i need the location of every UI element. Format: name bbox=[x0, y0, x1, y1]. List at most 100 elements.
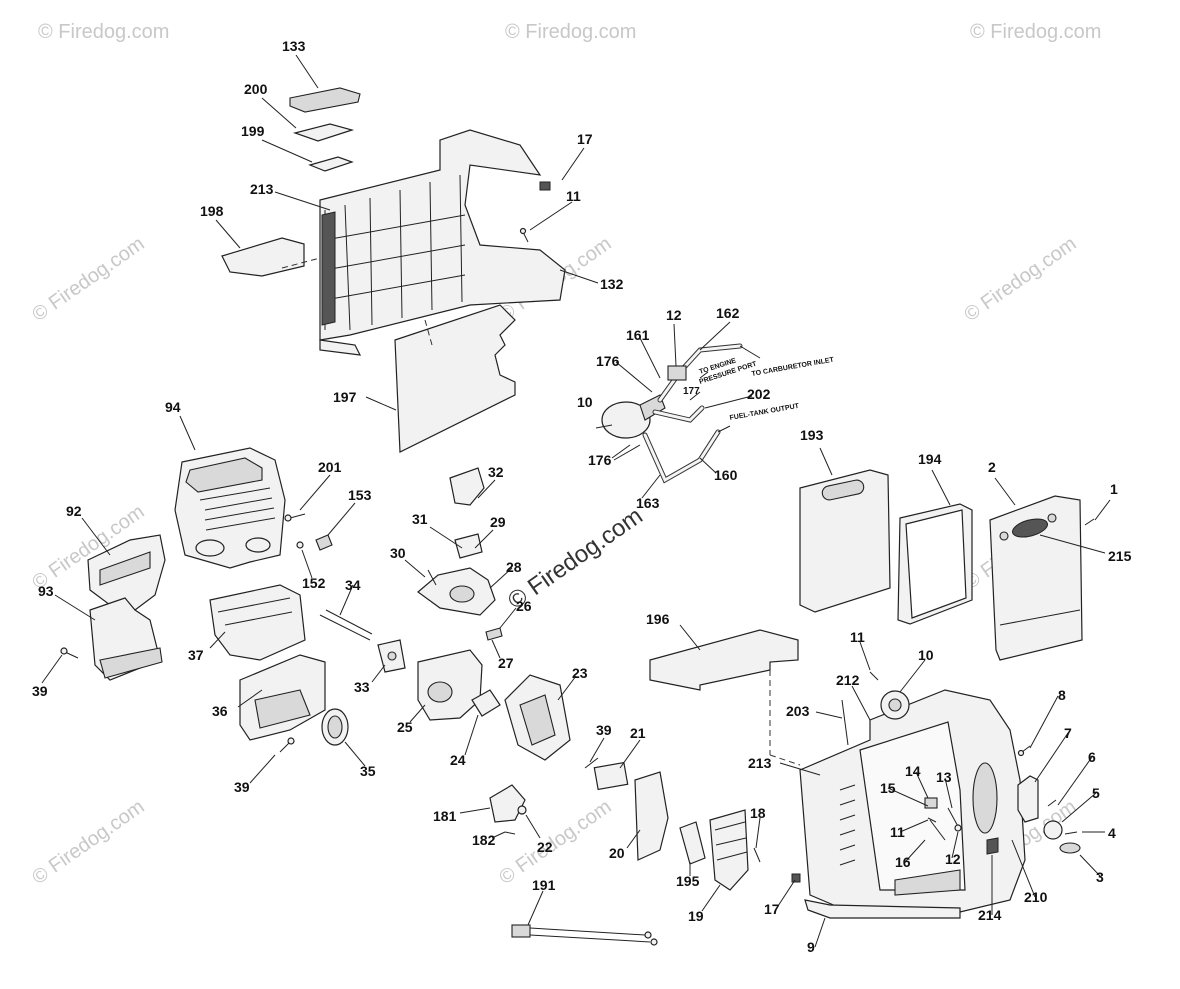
part-25-carburetor bbox=[417, 649, 483, 721]
part-16-wire bbox=[929, 819, 946, 841]
callout-labels: 133 200 199 213 198 17 11 132 197 12 162… bbox=[32, 38, 1132, 955]
callout-30: 30 bbox=[390, 545, 406, 561]
callout-19: 19 bbox=[688, 908, 704, 924]
callout-201: 201 bbox=[318, 459, 342, 475]
part-7-cover bbox=[1017, 775, 1039, 823]
engine-group bbox=[60, 447, 373, 753]
callout-10: 10 bbox=[577, 394, 593, 410]
callout-12: 12 bbox=[666, 307, 682, 323]
watermark: © Firedog.com bbox=[505, 21, 636, 43]
part-34-rods bbox=[319, 609, 373, 641]
callout-132: 132 bbox=[600, 276, 624, 292]
part-17-clip bbox=[539, 181, 551, 191]
callout-197: 197 bbox=[333, 389, 357, 405]
callout-215: 215 bbox=[1108, 548, 1132, 564]
callout-193: 193 bbox=[800, 427, 824, 443]
callout-212: 212 bbox=[836, 672, 860, 688]
part-182-pin bbox=[504, 831, 516, 835]
part-22-nut bbox=[517, 805, 527, 815]
part-12-valve bbox=[667, 365, 687, 381]
callout-8: 8 bbox=[1058, 687, 1066, 703]
callout-213: 213 bbox=[748, 755, 772, 771]
callout-133: 133 bbox=[282, 38, 306, 54]
callout-34: 34 bbox=[345, 577, 361, 593]
callout-213: 213 bbox=[250, 181, 274, 197]
callout-162: 162 bbox=[716, 305, 740, 321]
part-214-label bbox=[986, 837, 999, 855]
callout-210: 210 bbox=[1024, 889, 1048, 905]
callout-160: 160 bbox=[714, 467, 738, 483]
fuel-pump-group: TO CARBURETOR INLET TO ENGINE PRESSURE P… bbox=[595, 343, 835, 484]
callout-25: 25 bbox=[397, 719, 413, 735]
part-203-rod bbox=[841, 699, 849, 746]
part-30-screw bbox=[427, 569, 437, 586]
callout-33: 33 bbox=[354, 679, 370, 695]
top-housing-group bbox=[221, 87, 566, 453]
part-10-fuel-pump bbox=[601, 401, 651, 439]
callout-191: 191 bbox=[532, 877, 556, 893]
part-132-shroud bbox=[319, 129, 566, 341]
callout-195: 195 bbox=[676, 873, 700, 889]
part-196-pad bbox=[649, 629, 799, 691]
callout-13: 13 bbox=[936, 769, 952, 785]
part-153-fitting bbox=[315, 534, 333, 551]
part-4-screw bbox=[1064, 831, 1078, 835]
callout-39: 39 bbox=[234, 779, 250, 795]
callout-93: 93 bbox=[38, 583, 54, 599]
callout-35: 35 bbox=[360, 763, 376, 779]
note-to-carburetor-inlet: TO CARBURETOR INLET bbox=[751, 356, 835, 377]
callout-17: 17 bbox=[577, 131, 593, 147]
callout-202: 202 bbox=[747, 386, 771, 402]
part-32-cap bbox=[449, 467, 485, 506]
part-133-cap bbox=[289, 87, 361, 113]
callout-17: 17 bbox=[764, 901, 780, 917]
callout-203: 203 bbox=[786, 703, 810, 719]
callout-181: 181 bbox=[433, 808, 457, 824]
part-17-clip bbox=[791, 873, 801, 883]
callout-92: 92 bbox=[66, 503, 82, 519]
base-group bbox=[649, 629, 1081, 919]
part-20-filter bbox=[634, 771, 669, 861]
part-37-cover bbox=[209, 584, 306, 661]
callout-161: 161 bbox=[626, 327, 650, 343]
callout-152: 152 bbox=[302, 575, 326, 591]
part-2-panel bbox=[989, 495, 1083, 661]
part-6-screw bbox=[1047, 799, 1057, 807]
note-fuel-tank-output: FUEL-TANK OUTPUT bbox=[729, 403, 800, 422]
callout-153: 153 bbox=[348, 487, 372, 503]
callout-182: 182 bbox=[472, 832, 496, 848]
callout-11: 11 bbox=[890, 824, 905, 840]
part-201-bolt bbox=[289, 513, 306, 519]
callout-15: 15 bbox=[880, 780, 896, 796]
part-5-knob bbox=[1043, 820, 1063, 840]
callout-200: 200 bbox=[244, 81, 268, 97]
callout-31: 31 bbox=[412, 511, 428, 527]
watermark: © Firedog.com bbox=[28, 233, 148, 326]
callout-4: 4 bbox=[1108, 825, 1116, 841]
callout-14: 14 bbox=[905, 763, 921, 779]
part-1-screw bbox=[1084, 518, 1095, 526]
callout-11: 11 bbox=[850, 629, 865, 645]
callout-176: 176 bbox=[588, 452, 612, 468]
callout-20: 20 bbox=[609, 845, 625, 861]
callout-199: 199 bbox=[241, 123, 265, 139]
watermark: © Firedog.com bbox=[38, 21, 169, 43]
part-39-bolt bbox=[64, 651, 79, 659]
callout-214: 214 bbox=[978, 907, 1002, 923]
callout-3: 3 bbox=[1096, 869, 1104, 885]
callout-37: 37 bbox=[188, 647, 204, 663]
part-24-gasket bbox=[471, 689, 501, 717]
part-210-handle bbox=[972, 762, 998, 834]
part-181-cover bbox=[489, 784, 526, 823]
carburetor-group bbox=[377, 467, 801, 946]
part-11-screw bbox=[869, 671, 879, 681]
part-198-filter bbox=[221, 237, 305, 277]
callout-176: 176 bbox=[596, 353, 620, 369]
part-12-terminal bbox=[954, 824, 962, 832]
callout-26: 26 bbox=[516, 598, 532, 614]
callout-198: 198 bbox=[200, 203, 224, 219]
part-18-screw bbox=[753, 847, 761, 863]
callout-27: 27 bbox=[498, 655, 514, 671]
watermark: © Firedog.com bbox=[28, 796, 148, 889]
watermark: © Firedog.com bbox=[960, 233, 1080, 326]
